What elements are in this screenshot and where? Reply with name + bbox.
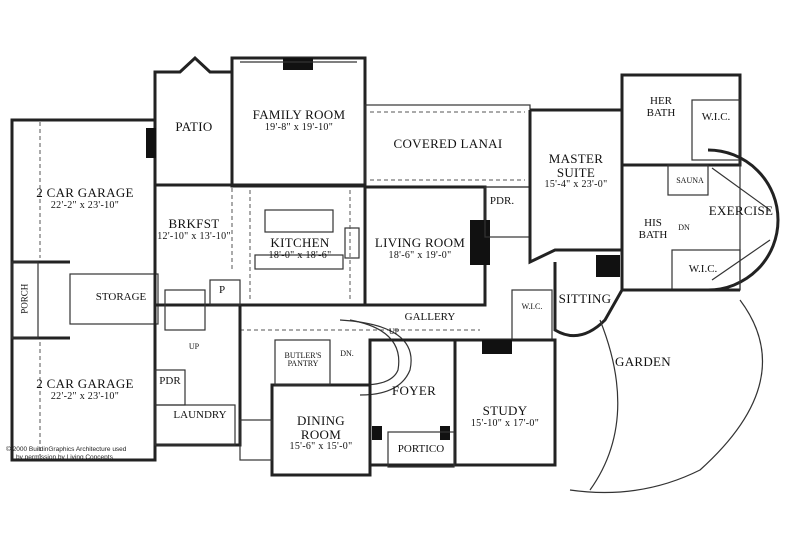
room-name: HER BATH [646,95,676,119]
service-wing [153,279,331,461]
room-dimensions: 22'-2" x 23'-10" [50,199,120,211]
stair-up-label: UP [384,327,404,336]
room-name: 2 CAR GARAGE [36,376,134,391]
room-dimensions: 22'-2" x 23'-10" [50,390,120,402]
room-dining-room: DINING ROOM 15'-6" x 15'-0" [276,414,366,453]
room-foyer: FOYER [384,384,444,398]
room-dimensions: 15'-4" x 23'-0" [544,179,608,191]
room-kitchen: KITCHEN 18'-0" x 18'-6" [255,236,345,261]
room-master-suite: MASTER SUITE 15'-4" x 23'-0" [534,152,618,191]
room-study: STUDY 15'-10" x 17'-0" [460,404,550,429]
room-family-room: FAMILY ROOM 19'-8" x 19'-10" [238,108,360,133]
room-pdr-back: PDR [156,375,184,388]
master-suite-walls [528,73,780,292]
room-dimensions: 18'-0" x 18'-6" [268,249,332,261]
room-sitting: SITTING [550,292,620,306]
room-wic-small: W.I.C. [514,302,550,311]
copyright-credit: © 2000 BuildinGraphics Architecture used… [6,446,126,462]
room-dn-exercise: DN [674,223,694,232]
room-brkfst: BRKFST 12'-10" x 13'-10" [156,217,232,242]
room-his-bath: HIS BATH [633,217,673,241]
room-her-bath: HER BATH [638,95,684,119]
room-name: LIVING ROOM [374,235,466,250]
room-name: PDR. [489,195,515,207]
room-dimensions: 19'-8" x 19'-10" [264,121,334,133]
study-walls [453,338,557,467]
room-dimensions: 12'-10" x 13'-10" [157,230,231,242]
room-name: STUDY [482,403,528,418]
room-covered-lanai: COVERED LANAI [370,137,526,151]
room-name: SAUNA [676,176,704,185]
room-name: SITTING [558,291,612,306]
room-sauna: SAUNA [672,176,708,185]
room-name: BRKFST [168,216,220,231]
room-dimensions: 18'-6" x 19'-0" [388,249,452,261]
room-name: COVERED LANAI [393,136,503,151]
room-wic-bottom: W.I.C. [678,263,728,276]
room-name: LAUNDRY [173,409,227,421]
room-name: W.I.C. [701,111,731,123]
room-name: EXERCISE [708,203,774,218]
room-name: UP [188,342,200,351]
room-name: PORTICO [397,443,445,455]
room-storage: STORAGE [86,291,156,304]
room-name: DINING ROOM [296,413,345,442]
room-name: DN [678,223,690,232]
room-living-room: LIVING ROOM 18'-6" x 19'-0" [368,236,472,261]
room-dimensions: 15'-10" x 17'-0" [470,417,540,429]
room-garage-top: 2 CAR GARAGE 22'-2" x 23'-10" [22,186,148,211]
room-name: FOYER [391,383,437,398]
room-pantry: P [212,284,232,297]
room-patio: PATIO [160,120,228,134]
room-wic-top: W.I.C. [694,111,738,124]
room-name: UP [388,327,400,336]
room-name: HIS BATH [638,217,668,241]
room-dimensions: 15'-6" x 15'-0" [289,441,353,453]
garage-walls [10,118,159,462]
room-name: 2 CAR GARAGE [36,185,134,200]
room-name: FAMILY ROOM [252,107,346,122]
room-name: DN. [340,349,354,358]
room-name: MASTER SUITE [548,151,604,180]
room-name: GARDEN [615,354,671,369]
room-name: PDR [159,375,181,387]
room-garden: GARDEN [608,355,678,369]
room-name: KITCHEN [270,235,330,250]
stair-dn-label: DN. [334,349,360,358]
room-pdr-main: PDR. [482,195,522,208]
credit-line-2: by permission by Living Concepts [16,454,113,461]
room-exercise: EXERCISE [704,204,778,218]
room-name: PORCH [19,283,30,314]
back-stair-up-label: UP [184,342,204,351]
room-butlers-pantry: BUTLER'S PANTRY [276,351,330,369]
room-porch: PORCH [19,279,30,319]
credit-line-1: © 2000 BuildinGraphics Architecture used [6,446,127,453]
room-name: BUTLER'S PANTRY [284,351,322,369]
room-name: P [218,284,226,296]
room-name: STORAGE [95,291,147,303]
room-name: GALLERY [404,311,456,323]
room-gallery: GALLERY [400,311,460,324]
room-name: W.I.C. [688,263,718,275]
room-portico: PORTICO [390,443,452,456]
room-laundry: LAUNDRY [168,409,232,422]
room-name: W.I.C. [521,302,543,311]
room-garage-bottom: 2 CAR GARAGE 22'-2" x 23'-10" [22,377,148,402]
room-name: PATIO [175,119,213,134]
